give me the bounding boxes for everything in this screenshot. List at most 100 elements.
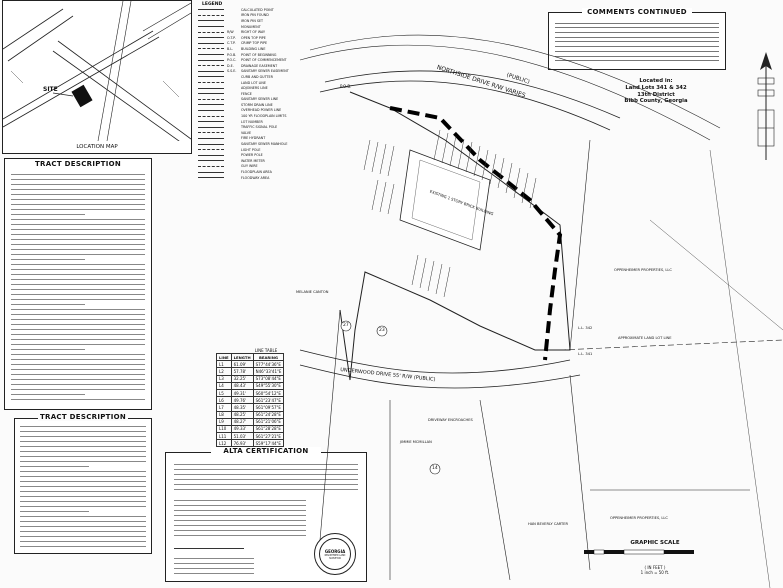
fine-print-line bbox=[11, 261, 145, 265]
legend-label: POINT OF BEGINNING bbox=[241, 52, 277, 57]
legend-label: 100 YR FLOODPLAIN LIMITS bbox=[241, 114, 287, 119]
tract-description-1-text bbox=[11, 171, 145, 403]
property-boundary bbox=[339, 91, 571, 381]
fine-print-line bbox=[20, 528, 146, 532]
location-note-line1: Located in: bbox=[639, 78, 673, 84]
legend-item: WATER METER bbox=[198, 158, 310, 164]
fine-print-line bbox=[174, 471, 358, 475]
legend-item: S.S.E.SANITARY SEWER EASEMENT bbox=[198, 69, 310, 75]
legend-label: CALCULATED POINT bbox=[241, 7, 274, 12]
fine-print-line bbox=[11, 256, 85, 260]
legend-label: LAND LOT LINE bbox=[241, 80, 266, 85]
seal-top: GEORGIA bbox=[324, 548, 346, 554]
line-table-title: LINE TABLE bbox=[254, 348, 278, 353]
tract-description-2-text bbox=[20, 423, 146, 549]
line-table-cell: 48.25' bbox=[230, 410, 254, 419]
scale-bar bbox=[584, 549, 694, 555]
fine-print-line bbox=[11, 211, 85, 215]
legend-item: CALCULATED POINT bbox=[198, 7, 310, 13]
location-note-line3: 13th District bbox=[637, 91, 675, 98]
fine-print-line bbox=[174, 476, 358, 480]
fine-print-line bbox=[11, 236, 145, 240]
surveyor-seal: GEORGIA REGISTERED LAND SURVEYOR bbox=[314, 533, 356, 575]
seal-middle: REGISTERED LAND SURVEYOR bbox=[324, 553, 346, 560]
line-table-cell: S77°44'36"E bbox=[252, 360, 285, 369]
fine-print-line bbox=[174, 560, 254, 564]
fine-print-line bbox=[20, 518, 146, 522]
fine-print-line bbox=[20, 488, 146, 492]
northside-drive-edge-4 bbox=[309, 34, 721, 129]
fine-print-line bbox=[20, 433, 146, 437]
legend-item: FLOODPLAIN AREA bbox=[198, 169, 310, 175]
line-table-cell: S61°24'28"E bbox=[252, 410, 285, 419]
legend-label: CURB AND GUTTER bbox=[241, 74, 273, 79]
fine-print-line bbox=[11, 281, 145, 285]
location-map-drawing bbox=[3, 1, 191, 141]
adjoiner-right-2: OPPENHEIMER PROPERTIES, LLC bbox=[610, 516, 668, 520]
legend-item: LIGHT POLE bbox=[198, 147, 310, 153]
tract-description-1: TRACT DESCRIPTION bbox=[4, 158, 152, 410]
fine-print-line bbox=[20, 443, 146, 447]
land-lot-line-label: APPROXIMATE LAND LOT LINE bbox=[618, 336, 672, 340]
legend-item: FIRE HYDRANT bbox=[198, 136, 310, 142]
legend-label: WATER METER bbox=[241, 158, 265, 163]
legend-label: CRIMP TOP PIPE bbox=[241, 41, 268, 46]
fine-print-line bbox=[11, 221, 145, 225]
fine-print-line bbox=[11, 246, 145, 250]
fine-print-line bbox=[11, 351, 145, 355]
underwood-drive-edge-2 bbox=[299, 364, 581, 389]
legend-code: P.O.B. bbox=[227, 52, 237, 57]
legend-symbol bbox=[198, 37, 224, 39]
fine-print-line bbox=[20, 508, 90, 512]
legend-label: POINT OF COMMENCEMENT bbox=[241, 58, 287, 63]
fine-print-line bbox=[11, 366, 145, 370]
legend-label: VALVE bbox=[241, 130, 252, 135]
legend-item: SANITARY SEWER MANHOLE bbox=[198, 141, 310, 147]
legend-symbol bbox=[198, 104, 224, 106]
legend-label: MONUMENT bbox=[241, 24, 261, 29]
fine-print-line bbox=[11, 306, 145, 310]
legend-label: IRON PIN SET bbox=[241, 18, 264, 23]
alta-text bbox=[174, 461, 358, 491]
legend-symbol bbox=[198, 115, 224, 117]
legend-item: POWER POLE bbox=[198, 152, 310, 158]
legend-symbol bbox=[198, 20, 224, 22]
fine-print-line bbox=[11, 201, 145, 205]
fine-print-line bbox=[20, 468, 146, 472]
legend-item: P.O.C.POINT OF COMMENCEMENT bbox=[198, 57, 310, 63]
legend-title: LEGEND bbox=[202, 2, 223, 7]
legend-label: GUY WIRE bbox=[241, 164, 258, 169]
fine-print-line bbox=[174, 497, 306, 501]
lot-number-14: 14 bbox=[432, 466, 438, 471]
fine-print-line bbox=[20, 423, 146, 427]
line-table-cell: 61.09' bbox=[230, 360, 254, 369]
fine-print-line bbox=[11, 301, 85, 305]
legend-symbol bbox=[198, 137, 224, 139]
fine-print-line bbox=[11, 181, 145, 185]
location-note-line2: Land Lots 341 & 342 bbox=[625, 84, 687, 91]
legend-item: VALVE bbox=[198, 130, 310, 136]
tract-description-2-title: TRACT DESCRIPTION bbox=[38, 413, 128, 421]
legend-symbol bbox=[198, 132, 224, 134]
fine-print-line bbox=[174, 502, 306, 506]
line-table-cell: 48.27' bbox=[230, 417, 254, 426]
fine-print-line bbox=[11, 296, 145, 300]
legend-item: SANITARY SEWER LINE bbox=[198, 97, 310, 103]
site-plan bbox=[299, 34, 783, 588]
graphic-scale: GRAPHIC SCALE ( IN FEET ) 1 inch = 50 ft… bbox=[580, 540, 700, 575]
line-table-cell: 76.93' bbox=[230, 439, 254, 448]
legend-item: D.E.DRAINAGE EASEMENT bbox=[198, 63, 310, 69]
legend-code: R/W bbox=[227, 30, 234, 35]
fine-print-line bbox=[11, 266, 145, 270]
legend-symbol bbox=[198, 82, 224, 84]
tract-line-bold bbox=[389, 106, 563, 361]
